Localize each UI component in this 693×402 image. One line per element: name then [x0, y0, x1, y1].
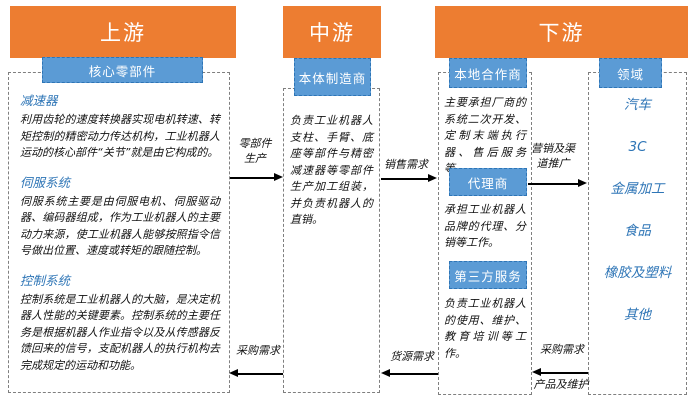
section-heading-control: 控制系统: [20, 272, 71, 288]
fields-list: 汽车 3C 金属加工 食品 橡胶及塑料 其他: [590, 84, 685, 336]
midstream-header: 中游: [283, 6, 381, 58]
section-body-control: 控制系统是工业机器人的大脑，是决定机器人性能的关键要素。控制系统的主要任务是根据…: [20, 292, 220, 372]
tag-body-manufacturer-label: 本体制造商: [298, 70, 367, 86]
tag-core-components-label: 核心零部件: [88, 63, 157, 79]
field-item-3c: 3C: [628, 139, 647, 155]
arrow-line-supply-demand: [390, 373, 438, 375]
arrow-label-parts-production: 零部件 生产: [238, 137, 272, 165]
arrow-label-sales-demand: 销售需求: [384, 158, 428, 171]
arrow-head-right-icon: [274, 173, 283, 181]
field-item-rubber-plastic: 橡胶及塑料: [603, 265, 672, 281]
arrow-label-supply-demand: 货源需求: [390, 350, 434, 363]
arrow-head-left-icon: [381, 369, 390, 377]
arrow-label-purchase-demand-right: 采购需求: [540, 343, 584, 356]
tag-agent-label: 代理商: [467, 175, 509, 191]
arrow-head-left-icon: [229, 369, 238, 377]
section-body-servo: 伺服系统主要是由伺服电机、伺服驱动器、编码器组成，作为工业机器人的主要动力来源，…: [20, 194, 220, 258]
midstream-body: 负责工业机器人支柱、手臂、底座等部件与精密减速器等零部件生产加工组装，并负责机器…: [290, 114, 373, 226]
arrow-label-purchase-demand-left: 采购需求: [236, 344, 280, 357]
fields-box: [588, 72, 687, 395]
agent-body: 承担工业机器人品牌的代理、分销等工作。: [444, 203, 526, 249]
third-party-body-wrap: 负责工业机器人的使用、维护、教育培训等工作。: [444, 296, 526, 362]
partner-box: [438, 72, 532, 395]
arrow-head-right-icon: [428, 174, 437, 182]
arrow-head-left-icon: [532, 368, 541, 376]
arrow-label-product-maintenance: 产品及维护: [533, 378, 589, 391]
arrow-line-purchase-demand-right: [541, 372, 588, 374]
arrow-head-right-icon: [578, 179, 587, 187]
tag-fields: 领域: [599, 58, 662, 88]
field-item-food: 食品: [624, 223, 651, 239]
agent-body-wrap: 承担工业机器人品牌的代理、分销等工作。: [444, 202, 526, 252]
tag-core-components: 核心零部件: [42, 57, 203, 83]
tag-third-party-service-label: 第三方服务: [454, 268, 522, 284]
upstream-header: 上游: [10, 6, 236, 58]
tag-agent: 代理商: [449, 168, 527, 196]
arrow-label-marketing-promo: 营销及渠 道推广: [531, 142, 575, 170]
partner-intro: 主要承担厂商的系统二次开发、定制末端执行器、售后服务等。: [444, 95, 526, 178]
upstream-title: 上游: [100, 21, 146, 45]
tag-local-partner-label: 本地合作商: [454, 66, 522, 82]
midstream-title: 中游: [309, 21, 355, 45]
section-heading-reducer: 减速器: [20, 93, 58, 108]
midstream-box: [283, 88, 380, 393]
partner-intro-text: 主要承担厂商的系统二次开发、定制末端执行器、售后服务等。: [444, 96, 526, 175]
section-heading-servo: 伺服系统: [20, 174, 71, 190]
field-item-metal: 金属加工: [610, 181, 665, 197]
tag-fields-label: 领域: [616, 66, 644, 82]
arrow-line-purchase-demand-left: [238, 373, 283, 375]
downstream-title: 下游: [538, 21, 585, 45]
downstream-header: 下游: [435, 6, 688, 58]
upstream-box: [8, 72, 230, 393]
midstream-content: 负责工业机器人支柱、手臂、底座等部件与精密减速器等零部件生产加工组装，并负责机器…: [290, 113, 373, 229]
tag-third-party-service: 第三方服务: [449, 261, 527, 289]
upstream-content: 减速器 利用齿轮的速度转换器实现电机转速、转矩控制的精密动力传达机构，工业机器人…: [20, 90, 220, 374]
field-item-other: 其他: [624, 307, 651, 323]
tag-local-partner: 本地合作商: [449, 58, 527, 88]
section-body-reducer: 利用齿轮的速度转换器实现电机转速、转矩控制的精密动力传达机构，工业机器人运动的核…: [20, 113, 220, 159]
tag-body-manufacturer: 本体制造商: [294, 58, 371, 96]
arrow-line-marketing-promo: [528, 183, 579, 185]
arrow-line-parts-production: [230, 177, 275, 179]
field-item-automotive: 汽车: [624, 97, 651, 113]
arrow-line-sales-demand: [381, 178, 429, 180]
third-party-body: 负责工业机器人的使用、维护、教育培训等工作。: [444, 297, 526, 360]
